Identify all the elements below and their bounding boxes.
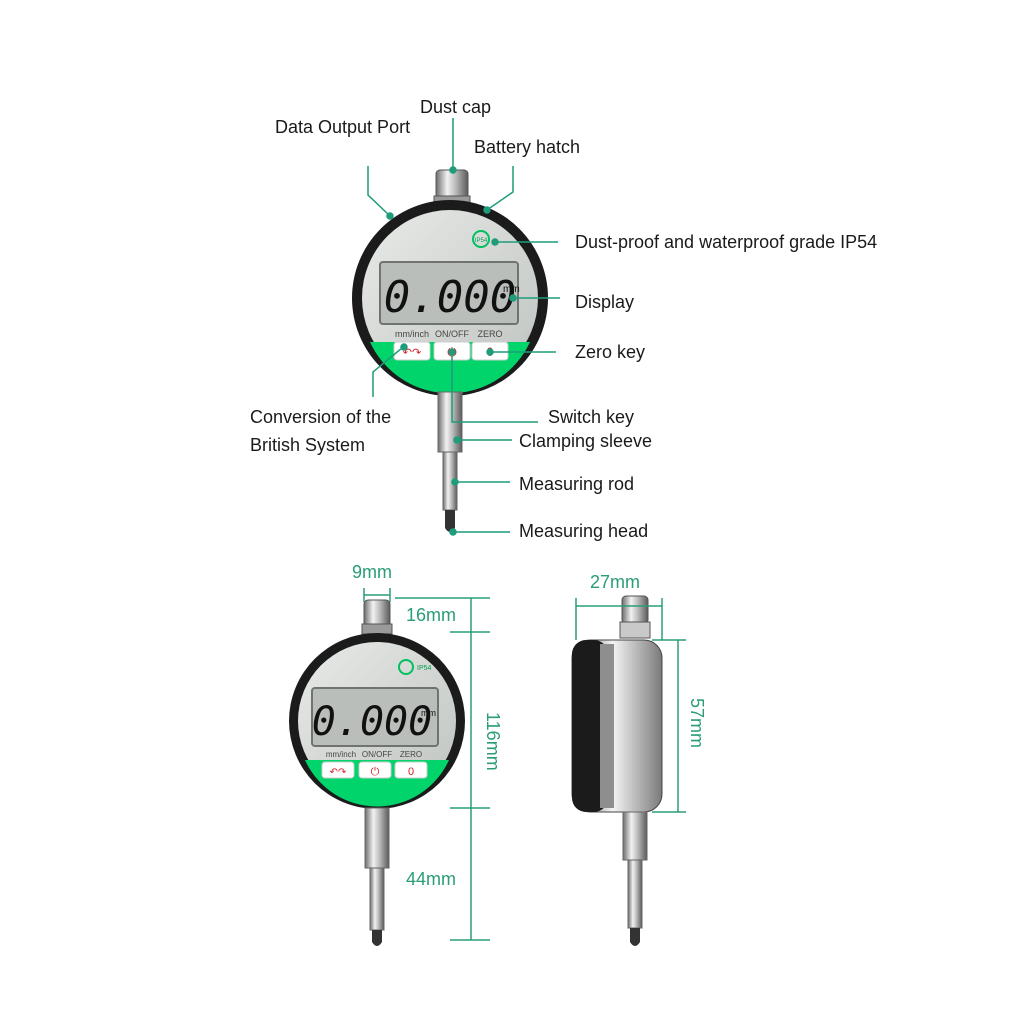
key-label-mm-inch: mm/inch [395,329,429,339]
label-zero-key: Zero key [575,342,646,362]
label-switch-key: Switch key [548,407,635,427]
svg-text:IP54: IP54 [417,665,432,672]
ip54-badge [472,230,490,248]
measuring-head [445,510,455,532]
dim-total-height: 116mm [483,712,503,771]
lcd-display [379,261,519,325]
label-measuring-rod: Measuring rod [519,474,635,494]
dim-depth: 27mm [590,572,641,592]
svg-text:IP54: IP54 [475,238,488,244]
svg-text:0: 0 [408,766,414,778]
label-data-output-port: Data Output Port [275,117,411,137]
label-conversion-line1: Conversion of the [250,407,392,427]
svg-text:⏻: ⏻ [371,765,380,778]
label-conversion-line2: British System [250,435,366,455]
leader-lines [367,118,560,536]
dim-dial-diameter: 57mm [687,698,707,749]
label-dust-cap: Dust cap [420,97,492,117]
dimension-lines-side [575,598,686,813]
svg-text:0.000: 0.000 [312,699,432,745]
key-label-on-off: ON/OFF [435,329,469,339]
lcd-reading: 0.000 [384,272,516,323]
side-view-gauge [571,595,663,946]
dimension-lines-front [363,588,490,941]
svg-text:mm: mm [421,708,436,718]
svg-text:mm/inch: mm/inch [326,750,356,759]
lcd-unit: mm [503,284,520,295]
convert-icon: ↶↷ [403,347,421,359]
dim-cap-height: 16mm [406,605,457,625]
svg-text:ON/OFF: ON/OFF [362,750,392,759]
label-measuring-head: Measuring head [519,521,649,541]
svg-text:ZERO: ZERO [400,750,422,759]
label-clamping-sleeve: Clamping sleeve [519,431,653,451]
dim-stem-length: 44mm [406,869,457,889]
label-ip-grade: Dust-proof and waterproof grade IP54 [575,232,878,252]
dim-cap-width: 9mm [352,562,392,582]
front-view-gauge: ↶↷ ⏻ 0 mm/inch ON/OFF ZERO 0.000 mm IP54 [289,599,465,946]
label-display: Display [575,292,635,312]
label-battery-hatch: Battery hatch [474,137,581,157]
svg-text:↶↷: ↶↷ [330,767,347,778]
key-label-zero: ZERO [477,329,502,339]
